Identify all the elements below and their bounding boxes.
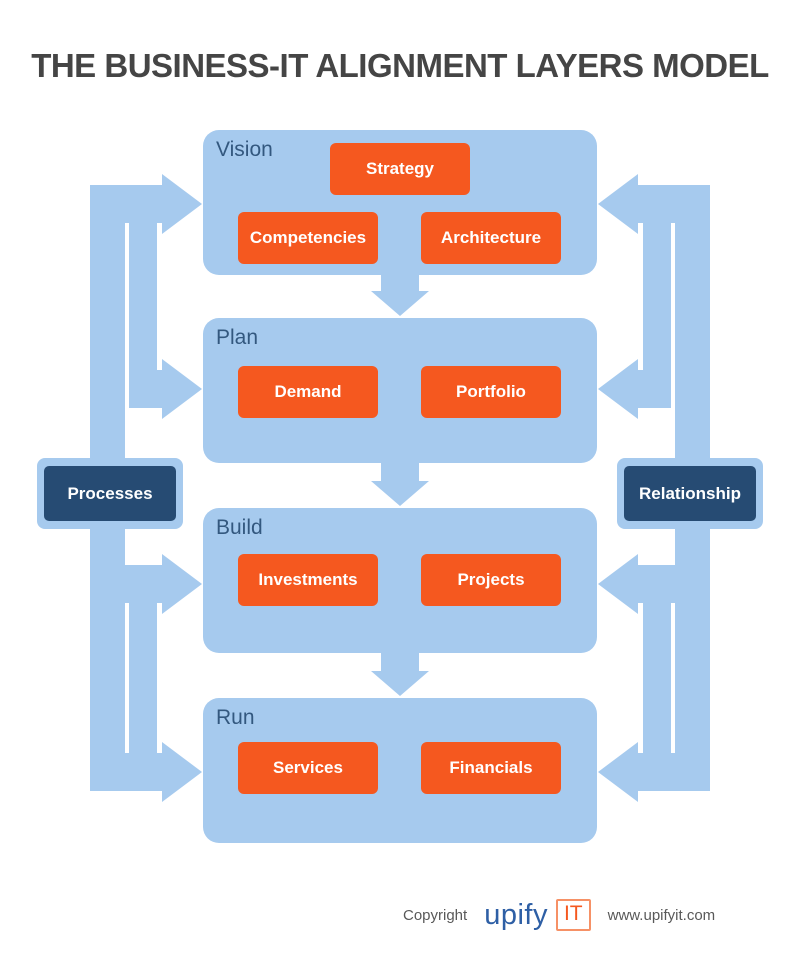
layer-build-label: Build bbox=[216, 516, 263, 539]
down-arrow-plan-to-build bbox=[371, 450, 429, 506]
layer-vision-label: Vision bbox=[216, 138, 273, 161]
layer-plan-label: Plan bbox=[216, 326, 259, 349]
left-flow-trunk-arrow bbox=[90, 174, 202, 802]
processes-label: Processes bbox=[44, 466, 176, 521]
left-flow-vision-plan-connector-arrow bbox=[129, 223, 202, 419]
box-portfolio: Portfolio bbox=[421, 366, 561, 418]
box-financials: Financials bbox=[421, 742, 561, 794]
box-competencies: Competencies bbox=[238, 212, 378, 264]
box-architecture: Architecture bbox=[421, 212, 561, 264]
website-text: www.upifyit.com bbox=[607, 906, 716, 924]
right-flow-trunk-arrow bbox=[598, 174, 710, 802]
copyright-text: Copyright bbox=[403, 906, 468, 924]
box-services: Services bbox=[238, 742, 378, 794]
box-strategy: Strategy bbox=[330, 143, 470, 195]
box-investments: Investments bbox=[238, 554, 378, 606]
layer-run-label: Run bbox=[216, 706, 255, 729]
relationship-label-frame: Relationship bbox=[617, 458, 763, 529]
right-flow-vision-plan-connector-arrow bbox=[598, 223, 671, 419]
brand-logo: upify IT bbox=[484, 898, 591, 932]
page-title: THE BUSINESS-IT ALIGNMENT LAYERS MODEL bbox=[31, 47, 769, 84]
left-flow-build-run-connector-arrow bbox=[125, 554, 202, 753]
brand-it-badge: IT bbox=[555, 899, 591, 931]
down-arrow-build-to-run bbox=[371, 640, 429, 696]
box-demand: Demand bbox=[238, 366, 378, 418]
box-projects: Projects bbox=[421, 554, 561, 606]
right-flow-build-run-connector-arrow bbox=[598, 554, 675, 753]
brand-name-text: upify bbox=[484, 898, 548, 931]
relationship-label: Relationship bbox=[624, 466, 756, 521]
footer: Copyright upify IT www.upifyit.com bbox=[403, 895, 715, 935]
processes-label-frame: Processes bbox=[37, 458, 183, 529]
